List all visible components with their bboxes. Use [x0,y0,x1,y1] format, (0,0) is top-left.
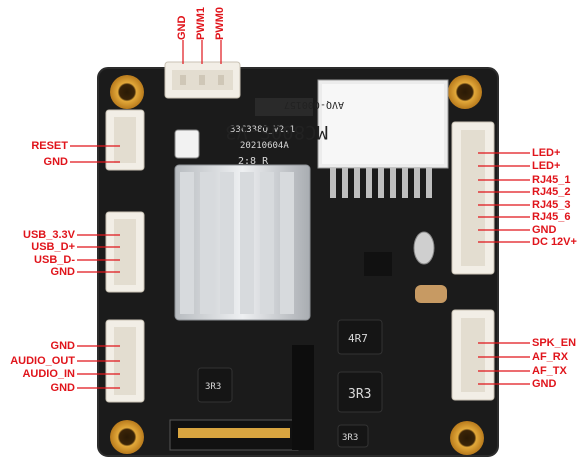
label-led-plus-1: LED+ [532,147,561,159]
label-audio-gnd-bottom: GND [50,382,75,394]
right-connector-af [451,309,495,401]
sot-transistor [364,252,392,276]
label-usb-gnd: GND [50,266,75,278]
silk-small-marks: 2:8 R [238,156,269,167]
label-usb-dminus: USB_D- [34,254,75,266]
label-audio-in: AUDIO_IN [22,368,75,380]
inductor-a-label: 4R7 [348,332,368,345]
label-top-gnd: GND [176,15,188,40]
label-main-gnd: GND [532,224,557,236]
electrolytic-cap [415,285,447,303]
mounting-hole-bottom-right [450,421,484,455]
mounting-hole-top-right [448,75,482,109]
wireless-module [317,79,449,169]
inductor-b [337,371,383,413]
label-usb-3v3: USB_3.3V [23,229,75,241]
label-rj45-1: RJ45_1 [532,174,571,186]
right-leader-lines [478,152,530,385]
label-af-rx: AF_RX [532,351,569,363]
inductor-b-label: 3R3 [348,387,371,402]
label-af-gnd: GND [532,378,557,390]
left-connector-audio [105,319,145,403]
oscillator [413,231,435,265]
label-reset: RESET [31,140,68,152]
inductor-c-label: 3R3 [205,382,221,392]
module-pin-row [330,168,432,198]
heatsink [174,164,311,321]
silk-model-line: 33C338Q_V2.1 [230,125,295,135]
left-connector-usb [105,211,145,293]
label-top-pwm1: PWM1 [195,7,207,40]
label-rj45-6: RJ45_6 [532,211,571,223]
label-usb-dplus: USB_D+ [31,241,75,253]
label-dc-12v: DC 12V+ [532,236,577,248]
left-leader-lines [70,145,120,389]
ic-top-row [255,98,313,116]
top-connector [164,61,241,99]
label-audio-out: AUDIO_OUT [10,355,75,367]
inductor-c [197,367,233,403]
label-audio-gnd-top: GND [50,340,75,352]
inductor-d-label: 3R3 [342,433,358,443]
ribbon-connector [169,419,299,451]
inductor-d [337,424,369,448]
right-connector-main [451,121,495,275]
label-rj45-2: RJ45_2 [532,186,571,198]
label-spk-en: SPK_EN [532,337,577,349]
silk-date-line: 20210604A [240,141,289,151]
mounting-hole-bottom-left [110,420,144,454]
label-rj45-3: RJ45_3 [532,199,571,211]
crystal [174,129,200,159]
label-top-pwm0: PWM0 [214,7,226,40]
module-label: MC800S-V3 [225,121,328,143]
module-serial: AVQ-000157 [284,99,344,110]
top-leader-lines [182,40,222,64]
label-reset-gnd: GND [43,156,68,168]
label-led-plus-2: LED+ [532,160,561,172]
inductor-a [337,319,383,355]
mounting-hole-top-left [110,75,144,109]
black-cable [292,345,314,450]
label-af-tx: AF_TX [532,365,567,377]
left-connector-reset [105,109,145,171]
